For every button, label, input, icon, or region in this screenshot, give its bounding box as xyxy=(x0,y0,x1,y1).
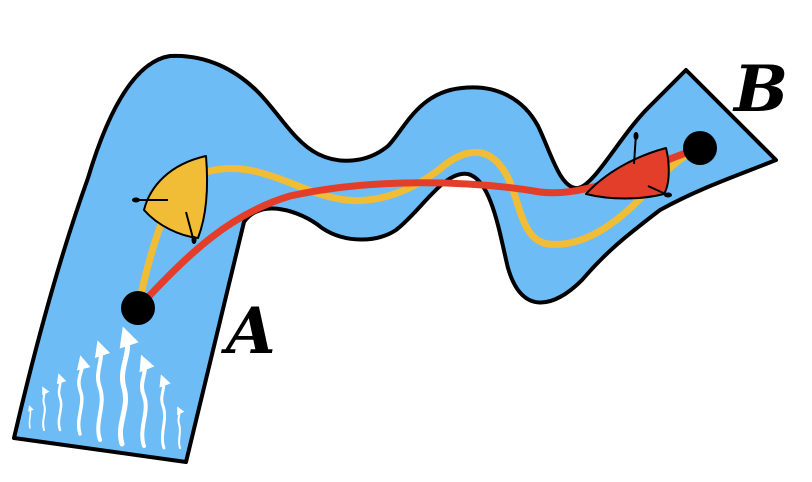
wavy-arrow-icon xyxy=(139,354,155,448)
current-arrows xyxy=(28,326,185,450)
river-channel xyxy=(12,53,778,464)
red-rowboat-icon xyxy=(585,132,672,200)
end-point-dot xyxy=(683,131,717,165)
end-point-label: B xyxy=(734,52,789,127)
wavy-arrow-icon xyxy=(42,386,50,431)
yellow-rowboat-icon xyxy=(132,155,209,244)
start-point-dot xyxy=(121,291,155,325)
wavy-arrow-icon xyxy=(28,405,34,429)
wavy-arrow-icon xyxy=(94,340,111,442)
wavy-arrow-icon xyxy=(159,374,171,450)
start-point-label: A xyxy=(226,294,276,369)
wavy-arrow-icon xyxy=(56,373,67,432)
wavy-arrow-icon xyxy=(76,355,91,436)
wavy-arrow-icon xyxy=(177,406,185,449)
wavy-arrow-icon xyxy=(118,326,139,447)
